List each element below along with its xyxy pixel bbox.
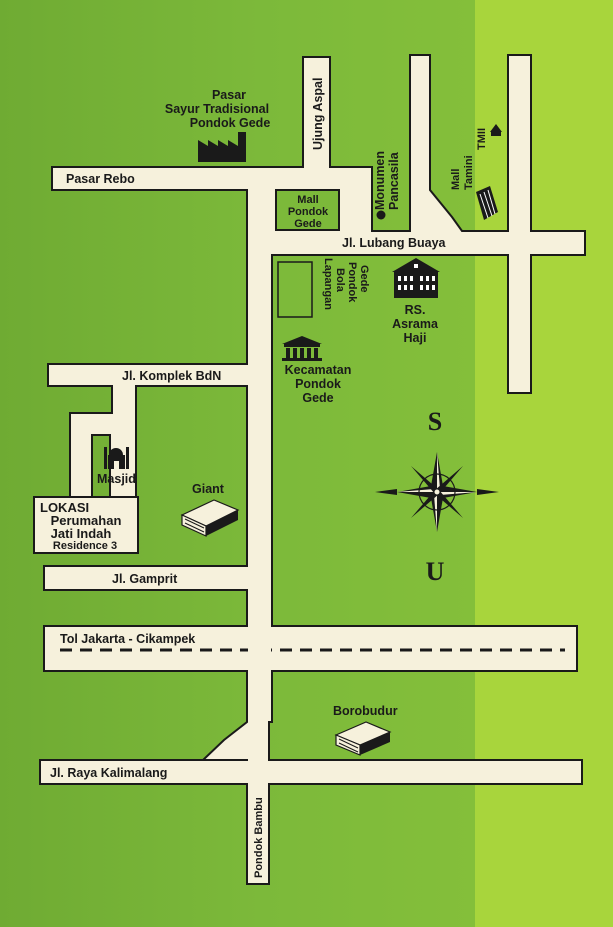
- borobudur-building-icon: [334, 721, 392, 756]
- lokasi-line-2: Jati Indah: [51, 526, 112, 541]
- label-mall-pondok-gede-2: Pondok: [288, 206, 329, 218]
- label-masjid: Masjid: [97, 472, 136, 486]
- label-lubang-buaya: Jl. Lubang Buaya: [342, 236, 447, 250]
- label-kalimalang: Jl. Raya Kalimalang: [50, 766, 167, 780]
- lokasi-title: LOKASI: [40, 500, 89, 515]
- label-tmii: TMII: [476, 128, 488, 150]
- label-ujung-aspal: Ujung Aspal: [311, 78, 325, 150]
- junction-fill-komplek: [245, 365, 249, 385]
- label-pasar-3: Pondok Gede: [190, 116, 271, 130]
- label-monumen-1: Monumen: [373, 151, 387, 210]
- compass-north-label: U: [426, 557, 445, 586]
- road-komplek-bdn: [47, 363, 248, 526]
- label-mall-pondok-gede-3: Gede: [294, 218, 322, 230]
- market-icon: [198, 132, 246, 162]
- junction-fill: [248, 759, 268, 785]
- label-pasar-1: Pasar: [212, 88, 246, 102]
- label-rs-3: Haji: [404, 331, 427, 345]
- monumen-dot-icon: [376, 210, 386, 220]
- label-tol: Tol Jakarta - Cikampek: [60, 632, 195, 646]
- label-pondok-bambu: Pondok Bambu: [253, 797, 265, 878]
- label-borobudur: Borobudur: [333, 704, 398, 718]
- mall-pondok-gede-block: [275, 189, 340, 231]
- map-background-light-strip: [475, 0, 613, 927]
- lokasi-line-1: Perumahan: [51, 513, 122, 528]
- label-kecamatan-2: Pondok: [295, 377, 341, 391]
- label-komplek-bdn: Jl. Komplek BdN: [122, 369, 221, 383]
- junction-fill-gamprit: [245, 567, 249, 589]
- label-mall-tamini-2: Tamini: [463, 155, 475, 190]
- lokasi-line-3: Residence 3: [53, 540, 117, 552]
- label-pasar-2: Sayur Tradisional: [165, 102, 269, 116]
- label-rs-1: RS.: [405, 303, 426, 317]
- label-lapangan-1: Lapangan: [322, 258, 334, 310]
- label-monumen-2: Pancasila: [387, 151, 401, 210]
- lokasi-box: [33, 496, 139, 554]
- label-mall-tamini-1: Mall: [450, 169, 462, 190]
- mall-tamini-building-icon: [476, 186, 498, 220]
- hospital-building-icon: [392, 258, 440, 298]
- tmii-pavilion-icon: [490, 124, 502, 136]
- giant-building-icon: [180, 499, 240, 537]
- label-lapangan-3: Pondok: [346, 262, 358, 303]
- label-kecamatan-3: Gede: [302, 391, 333, 405]
- label-rs-2: Asrama: [392, 317, 439, 331]
- label-gamprit: Jl. Gamprit: [112, 572, 178, 586]
- mosque-icon: [104, 447, 129, 469]
- road-raya-kalimalang: [39, 759, 583, 785]
- label-pasar-rebo: Pasar Rebo: [66, 172, 135, 186]
- compass-rose-icon: [375, 452, 499, 532]
- label-lapangan-4: Gede: [358, 265, 370, 293]
- lapangan-bola-field: [277, 261, 313, 318]
- compass-south-label: S: [428, 407, 442, 436]
- label-lapangan-2: Bola: [334, 268, 346, 293]
- government-building-icon: [282, 336, 322, 361]
- label-kecamatan-1: Kecamatan: [285, 363, 352, 377]
- label-mall-pondok-gede-1: Mall: [297, 194, 318, 206]
- label-giant: Giant: [192, 482, 225, 496]
- junction-fill-top: [248, 625, 271, 672]
